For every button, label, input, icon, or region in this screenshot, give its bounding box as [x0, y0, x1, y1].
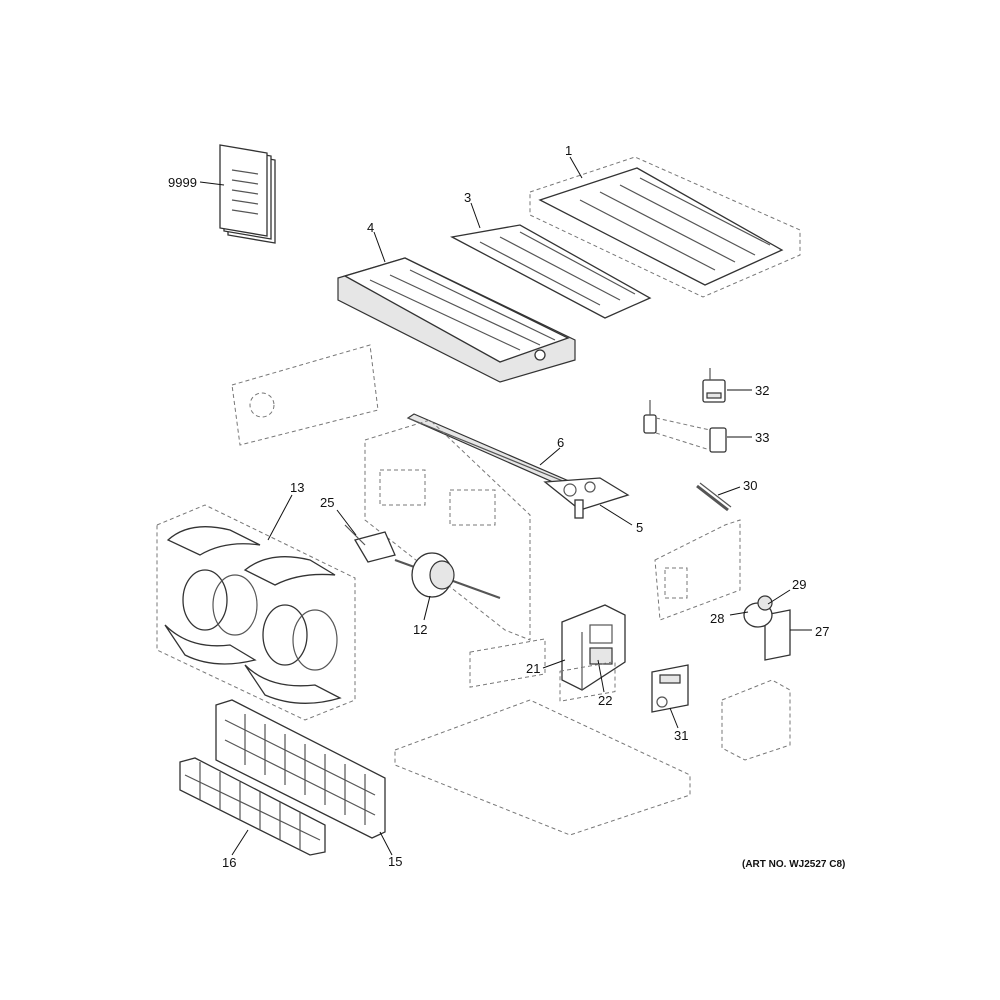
part-9999-manual[interactable]: [219, 144, 276, 244]
callout-5[interactable]: 5: [636, 520, 643, 535]
part-30-sensor[interactable]: [696, 482, 732, 512]
callout-22[interactable]: 22: [598, 693, 612, 708]
ghost-small-box: [721, 679, 791, 761]
part-4-base-tray[interactable]: [337, 257, 576, 383]
part-3-inner-panel[interactable]: [450, 224, 652, 319]
callout-9999[interactable]: 9999: [168, 175, 197, 190]
callout-27[interactable]: 27: [815, 624, 829, 639]
leader-4: [373, 231, 386, 263]
part-29-damper-gear[interactable]: [757, 595, 773, 611]
callout-32[interactable]: 32: [755, 383, 769, 398]
leader-13: [267, 494, 293, 541]
leader-1: [569, 156, 583, 179]
callout-25[interactable]: 25: [320, 495, 334, 510]
ghost-base-pan: [394, 638, 691, 836]
leader-16: [231, 829, 249, 856]
callout-28[interactable]: 28: [710, 611, 724, 626]
leader-29: [767, 589, 791, 605]
callout-6[interactable]: 6: [557, 435, 564, 450]
leader-31: [669, 707, 679, 729]
leader-5: [599, 504, 633, 526]
part-32-relay[interactable]: [702, 368, 726, 403]
callout-21[interactable]: 21: [526, 661, 540, 676]
callout-33[interactable]: 33: [755, 430, 769, 445]
leader-25: [336, 509, 357, 536]
ghost-center-bulkhead: [364, 419, 531, 641]
ghost-left-bracket: [231, 344, 379, 446]
art-number: (ART NO. WJ2527 C8): [742, 859, 845, 870]
callout-12[interactable]: 12: [413, 622, 427, 637]
ghost-right-bracket: [654, 519, 741, 621]
callout-16[interactable]: 16: [222, 855, 236, 870]
part-12-blower-motor[interactable]: [394, 552, 501, 599]
part-16-air-filter[interactable]: [179, 757, 326, 856]
part-31-ui-board[interactable]: [651, 664, 689, 713]
callout-1[interactable]: 1: [565, 143, 572, 158]
leader-15: [379, 831, 393, 856]
callout-30[interactable]: 30: [743, 478, 757, 493]
callout-13[interactable]: 13: [290, 480, 304, 495]
part-22-control-board[interactable]: [589, 647, 613, 665]
part-5-mount-assembly[interactable]: [543, 477, 630, 519]
leader-28: [729, 611, 749, 616]
callout-29[interactable]: 29: [792, 577, 806, 592]
callout-31[interactable]: 31: [674, 728, 688, 743]
leader-3: [470, 202, 481, 229]
callout-4[interactable]: 4: [367, 220, 374, 235]
part-25-motor-bracket[interactable]: [344, 524, 396, 563]
leader-22: [597, 659, 605, 693]
part-13-blower-assembly[interactable]: [156, 504, 356, 721]
callout-3[interactable]: 3: [464, 190, 471, 205]
leader-6: [539, 447, 561, 466]
part-33-capacitor[interactable]: [643, 400, 727, 453]
callout-15[interactable]: 15: [388, 854, 402, 869]
part-15-filter-frame[interactable]: [215, 699, 386, 839]
part-1-top-cover[interactable]: [529, 156, 801, 298]
leader-9999: [199, 181, 225, 186]
part-27-damper-bracket[interactable]: [764, 609, 791, 661]
leader-21: [542, 659, 566, 669]
leader-12: [423, 595, 431, 621]
leader-30: [717, 486, 741, 496]
